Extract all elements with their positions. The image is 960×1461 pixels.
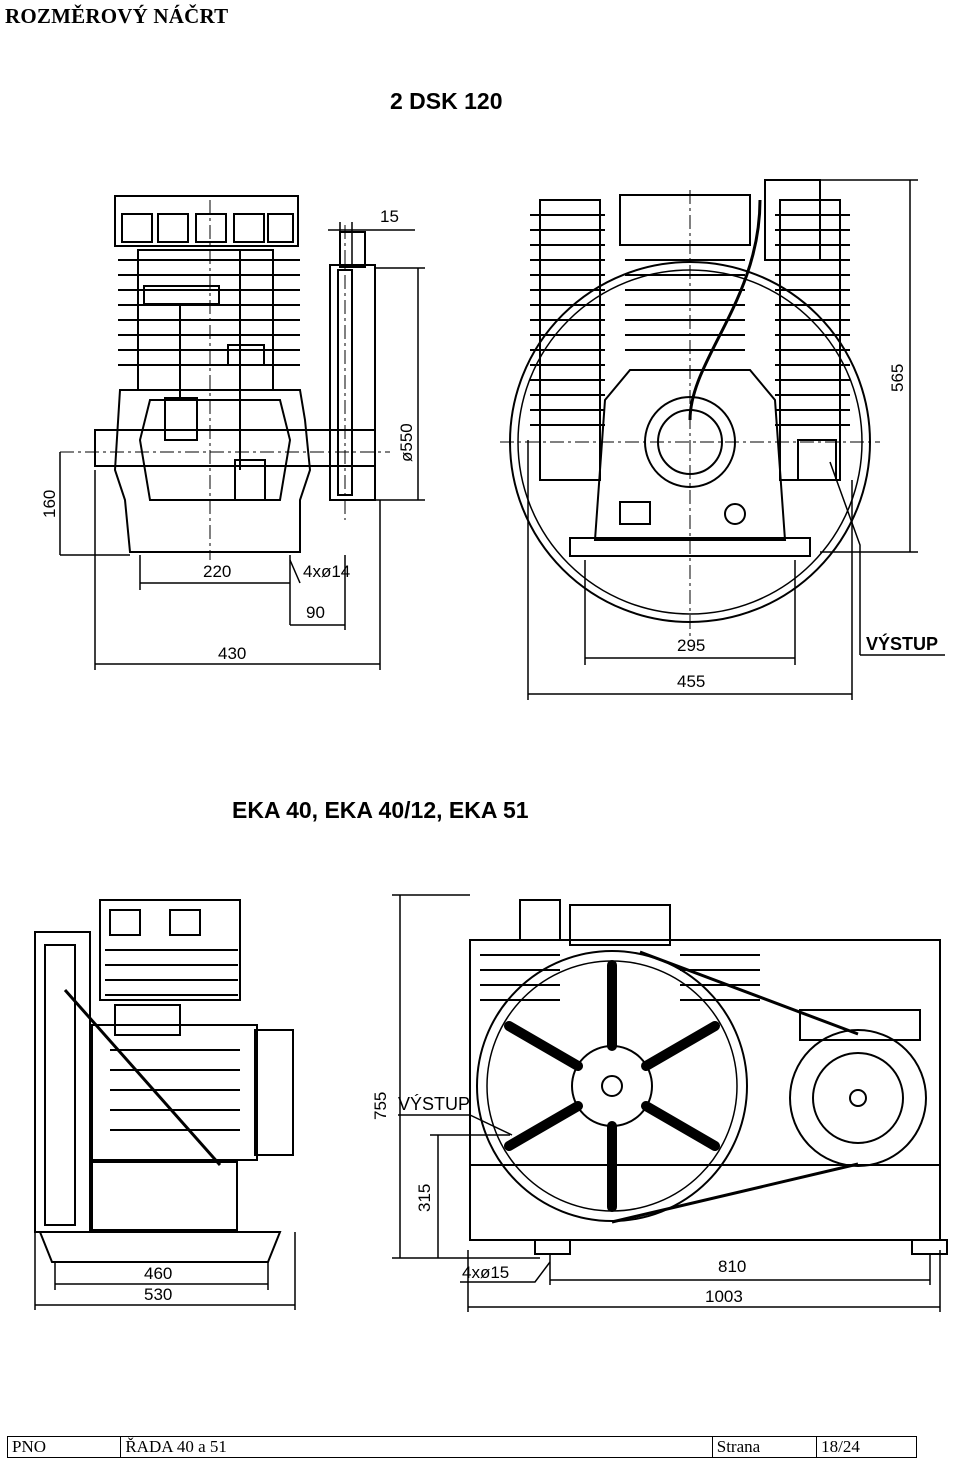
top-side-section-view	[60, 195, 390, 560]
dim-455: 455	[677, 672, 705, 691]
bottom-caption: EKA 40, EKA 40/12, EKA 51	[232, 797, 529, 823]
dim-565: 565	[888, 364, 907, 392]
footer-page-number: 18/24	[816, 1436, 917, 1458]
dim-315: 315	[415, 1184, 434, 1212]
dim-4x15: 4xø15	[462, 1263, 509, 1282]
vystup-label-bottom: VÝSTUP	[398, 1094, 470, 1114]
bottom-side-view	[34, 899, 294, 1263]
dim-220: 220	[203, 562, 231, 581]
top-right-dimension-lines	[527, 179, 945, 700]
dim-1003: 1003	[705, 1287, 743, 1306]
footer-series: ŘADA 40 a 51	[120, 1436, 713, 1458]
page-footer: PNO ŘADA 40 a 51 Strana 18/24	[6, 1436, 917, 1458]
dim-810: 810	[718, 1257, 746, 1276]
vystup-label-top: VÝSTUP	[866, 633, 938, 654]
footer-page-label: Strana	[711, 1436, 818, 1458]
bottom-front-view	[469, 899, 948, 1255]
dim-530: 530	[144, 1285, 172, 1304]
technical-drawing: 2 DSK 120 15 ø550 160 220 4xø14 90 430 5…	[34, 88, 948, 1312]
top-caption: 2 DSK 120	[390, 88, 503, 114]
dim-550: ø550	[397, 423, 416, 462]
bottom-right-dimension-lines	[392, 894, 941, 1312]
dim-460: 460	[144, 1264, 172, 1283]
top-front-view	[500, 179, 880, 640]
bottom-left-dimension-lines	[34, 1232, 296, 1310]
dim-15: 15	[380, 207, 399, 226]
dim-430: 430	[218, 644, 246, 663]
dim-160: 160	[40, 490, 59, 518]
dim-4x14: 4xø14	[303, 562, 350, 581]
dim-755: 755	[371, 1092, 390, 1120]
dim-295: 295	[677, 636, 705, 655]
top-left-dimension-lines	[59, 222, 425, 670]
page-title: ROZMĚROVÝ NÁČRT	[5, 4, 229, 28]
footer-doc-code: PNO	[6, 1436, 122, 1458]
dim-90: 90	[306, 603, 325, 622]
